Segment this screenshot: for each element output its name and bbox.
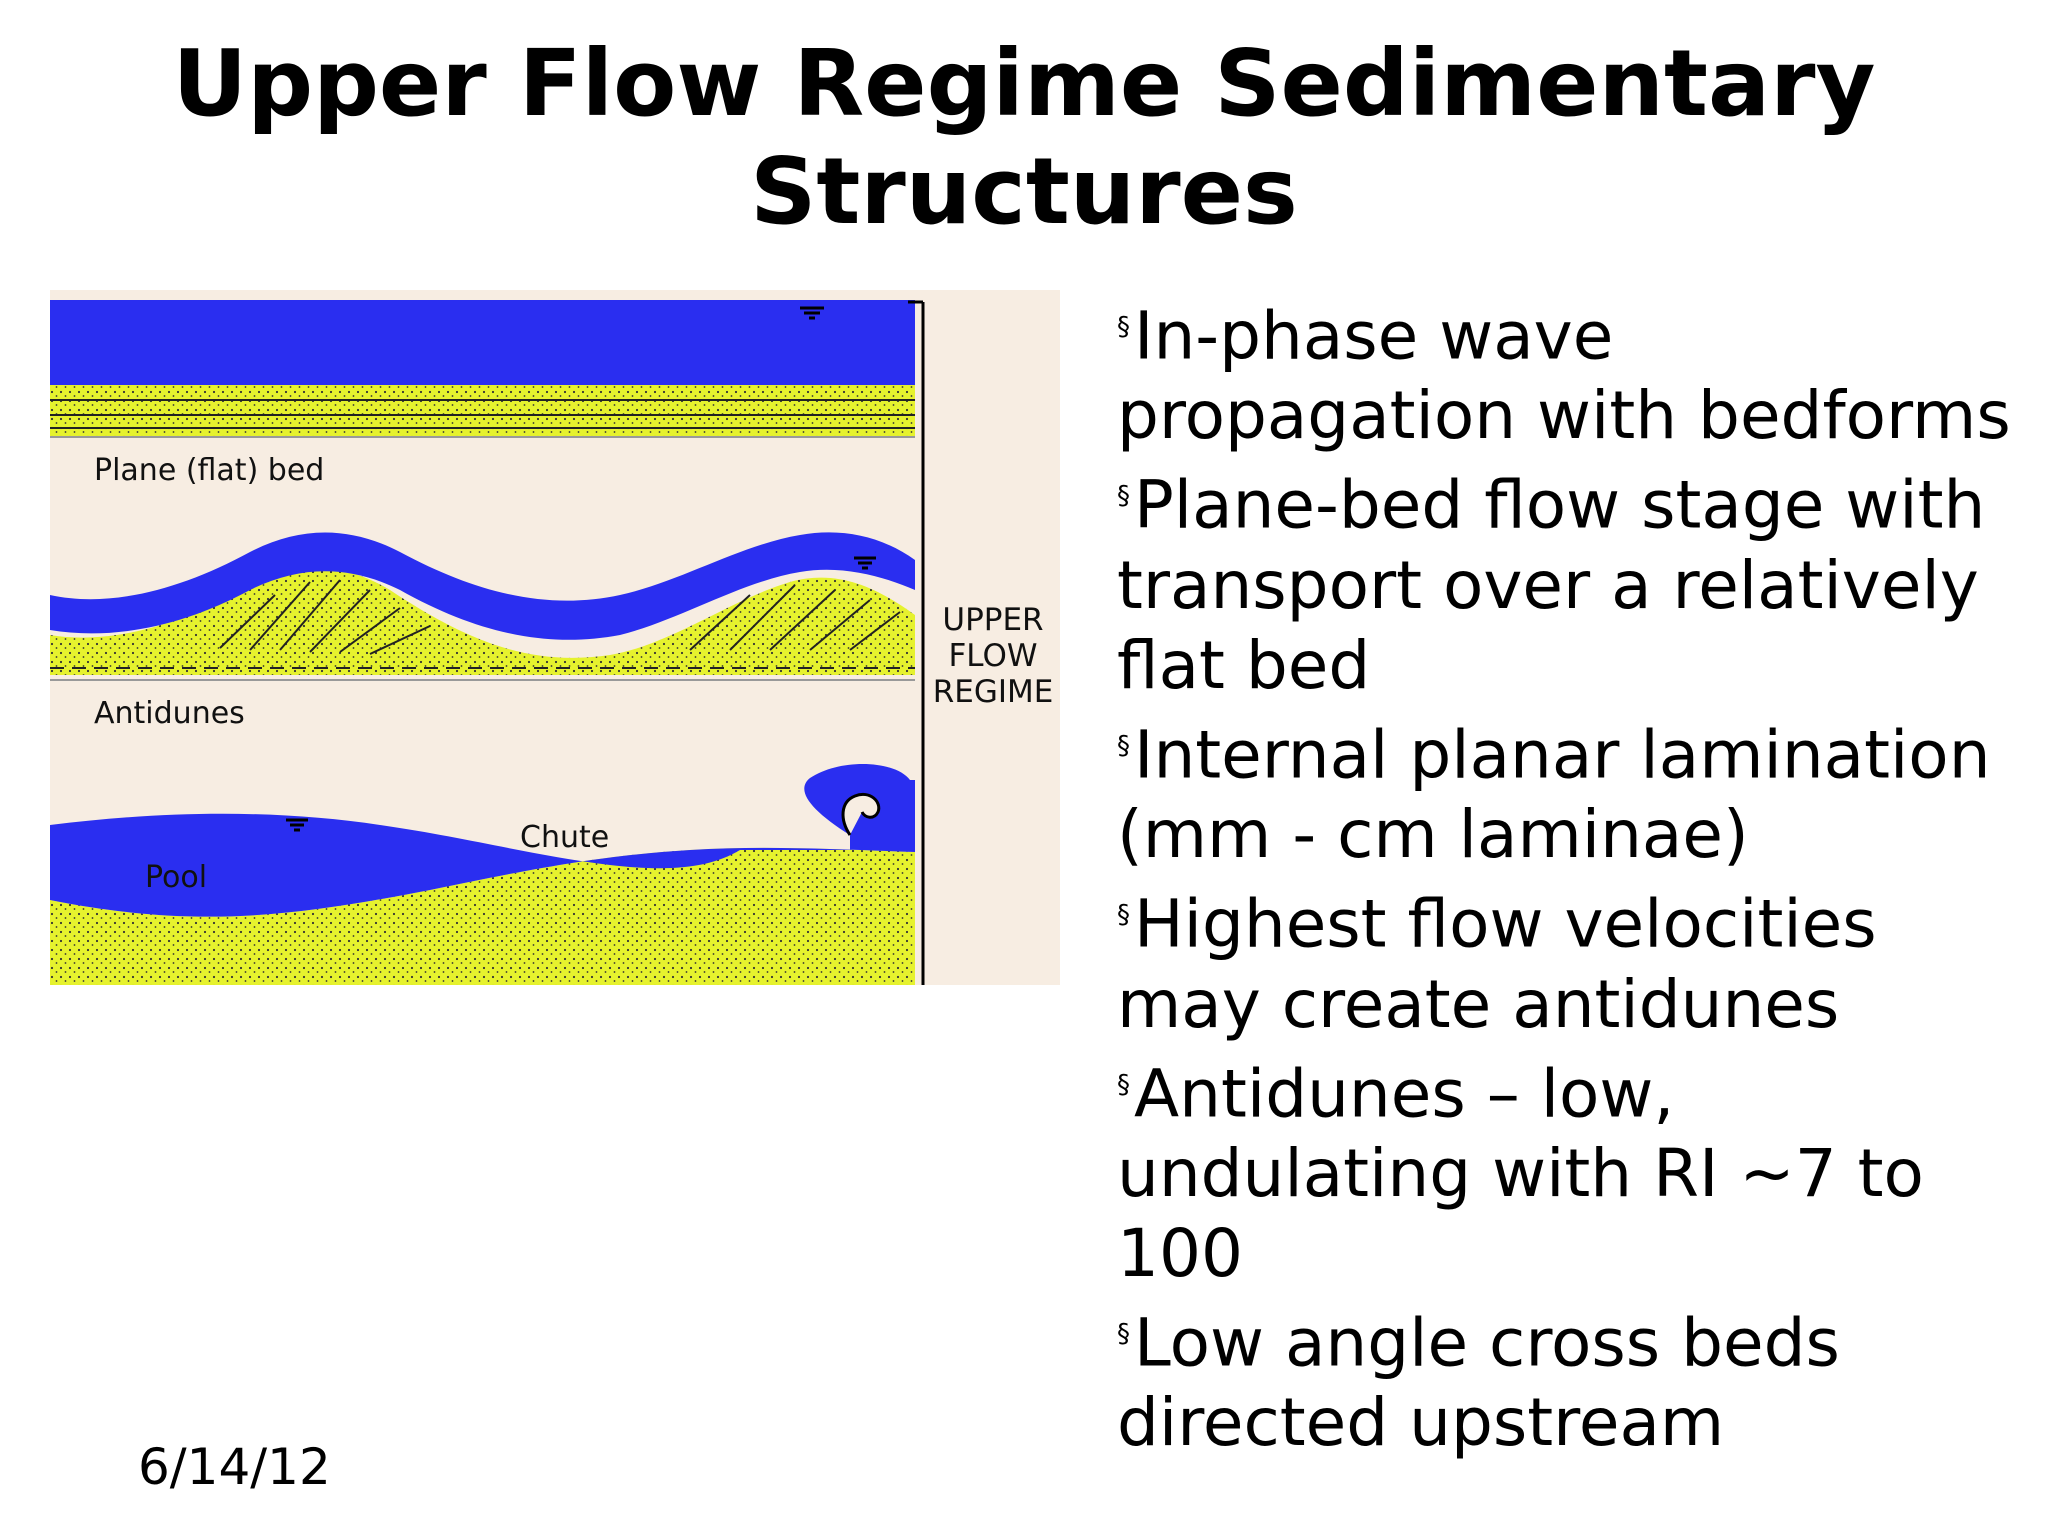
bullet-icon: § — [1117, 481, 1130, 512]
plane-bed-laminae — [50, 399, 915, 429]
antidune-sediment — [50, 567, 915, 675]
antidune-cross-beds — [219, 579, 901, 655]
chute-pool-sediment — [50, 847, 915, 985]
chute-pool-water-surface-icon — [286, 818, 308, 832]
antidune-water-surface-icon — [854, 556, 876, 570]
bullet-item: §Antidunes – low, undulating with RI ~7 … — [1117, 1045, 2032, 1294]
slide-title: Upper Flow Regime Sedimentary Structures — [0, 30, 2048, 246]
regime-label-line-1: UPPER — [942, 602, 1043, 638]
chute-label: Chute — [520, 820, 609, 855]
bullet-item: §Low angle cross beds directed upstream — [1117, 1294, 2032, 1463]
bullet-text: In-phase wave propagation with bedforms — [1117, 297, 2011, 455]
bullet-icon: § — [1117, 730, 1130, 761]
bullet-text: Internal planar lamination (mm - cm lami… — [1117, 716, 1991, 874]
bullet-icon: § — [1117, 1318, 1130, 1349]
slide-title-line-2: Structures — [750, 138, 1298, 245]
bullet-text: Antidunes – low, undulating with RI ~7 t… — [1117, 1054, 1924, 1292]
bullet-item: §Plane-bed flow stage with transport ove… — [1117, 456, 2032, 705]
plane-bed-label: Plane (flat) bed — [94, 453, 324, 488]
antidunes-label: Antidunes — [94, 696, 245, 731]
bullet-item: §Internal planar lamination (mm - cm lam… — [1117, 706, 2032, 875]
pool-label: Pool — [145, 860, 207, 895]
bullet-text: Plane-bed flow stage with transport over… — [1117, 466, 1986, 704]
bullet-text: Low angle cross beds directed upstream — [1117, 1304, 1840, 1462]
regime-label-line-2: FLOW — [948, 638, 1037, 674]
flow-regime-svg: Plane (flat) bed Antidunes Chute Pool UP… — [50, 290, 1060, 985]
bullet-item: §Highest flow velocities may create anti… — [1117, 875, 2032, 1044]
chute-pool-water — [50, 763, 915, 917]
regime-label-line-3: REGIME — [933, 674, 1054, 710]
slide-date: 6/14/12 — [138, 1438, 331, 1496]
bullet-item: §In-phase wave propagation with bedforms — [1117, 287, 2032, 456]
bullet-list: §In-phase wave propagation with bedforms… — [1117, 287, 2032, 1463]
plane-bed-water-surface-icon — [800, 306, 824, 320]
bullet-icon: § — [1117, 312, 1130, 342]
plane-bed-sediment — [50, 385, 915, 437]
plane-bed-water — [50, 300, 915, 385]
bullet-text: Highest flow velocities may create antid… — [1117, 885, 1877, 1043]
antidune-water — [50, 532, 915, 640]
bullet-icon: § — [1117, 900, 1130, 931]
slide-title-line-1: Upper Flow Regime Sedimentary — [172, 30, 1876, 137]
flow-regime-diagram: Plane (flat) bed Antidunes Chute Pool UP… — [50, 290, 1060, 985]
bullet-icon: § — [1117, 1069, 1130, 1100]
breaking-wave-curl — [841, 793, 881, 836]
